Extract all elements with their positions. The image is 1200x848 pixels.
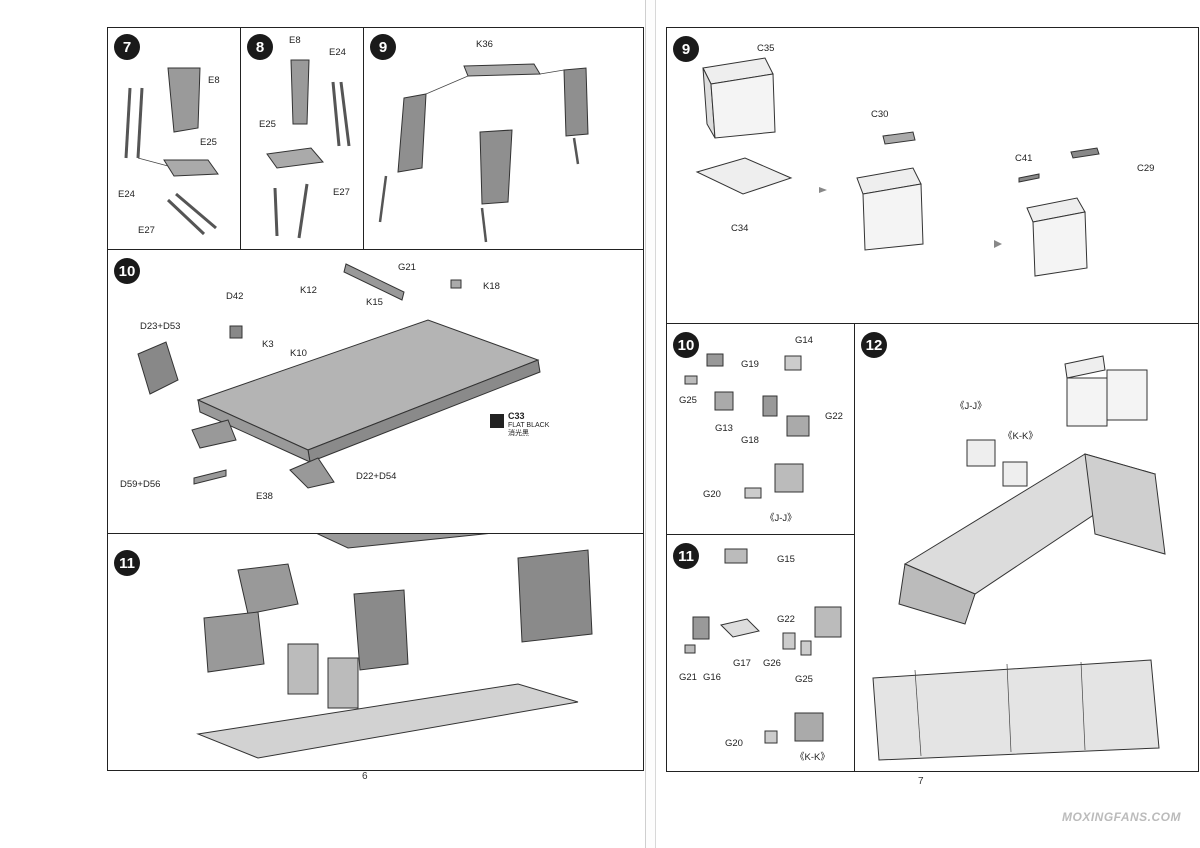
- part-label: G18: [741, 435, 759, 446]
- part-label: G17: [733, 658, 751, 669]
- page-6: 7 E8 E25 E24 E27 8 E8 E24 E25 E27: [107, 0, 646, 848]
- part-label: E24: [118, 189, 135, 200]
- section-caption: 《J-J》: [765, 513, 797, 524]
- step-11-panel: 11: [107, 533, 644, 771]
- step-10-panel-right: 10 G14 G19 G25 G22 G13 G18 G20 《J-J》: [666, 323, 855, 535]
- page-7: 9 C35 C30 C41 C29 C34 10: [655, 0, 1200, 848]
- part-label: D22+D54: [356, 471, 397, 482]
- part-label: G19: [741, 359, 759, 370]
- cabin-assembly-drawing: [196, 534, 593, 759]
- step-9-badge: 9: [370, 34, 396, 60]
- part-label: K36: [476, 39, 493, 50]
- step-9-panel: 9 K36: [363, 27, 644, 250]
- part-label: G22: [777, 614, 795, 625]
- step-12-badge: 12: [861, 332, 887, 358]
- part-label: G22: [825, 411, 843, 422]
- part-label: E25: [259, 119, 276, 130]
- part-label: K10: [290, 348, 307, 359]
- step-11-badge: 11: [673, 543, 699, 569]
- part-label: E25: [200, 137, 217, 148]
- step-10-panel: 10 G21 K18 K12 D42 K15 D23+D53 K3 K10 D5…: [107, 249, 644, 534]
- part-label: G21: [679, 672, 697, 683]
- step-7-panel: 7 E8 E25 E24 E27: [107, 27, 241, 250]
- part-label: G25: [795, 674, 813, 685]
- part-label: K18: [483, 281, 500, 292]
- part-label: D59+D56: [120, 479, 161, 490]
- part-label: G20: [725, 738, 743, 749]
- part-label: E27: [138, 225, 155, 236]
- paint-name: FLAT BLACK: [508, 421, 550, 429]
- part-label: G26: [763, 658, 781, 669]
- box-detail-drawing: [684, 548, 842, 744]
- part-label: E27: [333, 187, 350, 198]
- box-detail-drawing: [684, 353, 810, 499]
- part-label: C35: [757, 43, 775, 54]
- watermark-text: MOXINGFANS.COM: [1061, 810, 1181, 824]
- page-number: 7: [918, 776, 924, 787]
- part-label: C34: [731, 223, 749, 234]
- section-label: 《K-K》: [1003, 431, 1038, 442]
- part-label: K3: [262, 339, 274, 350]
- step-8-badge: 8: [247, 34, 273, 60]
- step-10-badge: 10: [673, 332, 699, 358]
- step-9-badge: 9: [673, 36, 699, 62]
- part-label: C41: [1015, 153, 1033, 164]
- part-label: C30: [871, 109, 889, 120]
- part-label: G16: [703, 672, 721, 683]
- step-11-badge: 11: [114, 550, 140, 576]
- box-assembly-drawing: [695, 57, 1100, 277]
- part-label: G15: [777, 554, 795, 565]
- step-10-badge: 10: [114, 258, 140, 284]
- part-label: E8: [208, 75, 220, 86]
- part-label: G21: [398, 262, 416, 273]
- step-8-panel: 8 E8 E24 E25 E27: [240, 27, 364, 250]
- part-label: G13: [715, 423, 733, 434]
- part-label: G25: [679, 395, 697, 406]
- paint-name-cn: 消光黑: [508, 429, 529, 437]
- paint-callout: C33 FLAT BLACK 消光黑: [508, 411, 550, 437]
- seat-row-drawing: [378, 63, 589, 243]
- cabin-floor-drawing: [137, 263, 541, 489]
- step-11-panel-right: 11 G15 G22 G21 G16 G17 G26 G25 G20 《K-K》: [666, 534, 855, 772]
- seat-assembly-drawing: [266, 59, 351, 239]
- part-label: E38: [256, 491, 273, 502]
- step-7-badge: 7: [114, 34, 140, 60]
- part-label: D23+D53: [140, 321, 181, 332]
- part-label: K15: [366, 297, 383, 308]
- part-label: G20: [703, 489, 721, 500]
- part-label: G14: [795, 335, 813, 346]
- step-9-panel-right: 9 C35 C30 C41 C29 C34: [666, 27, 1199, 324]
- part-label: C29: [1137, 163, 1155, 174]
- cabin-interior-drawing: [872, 355, 1166, 761]
- seat-assembly-drawing: [124, 67, 219, 236]
- section-label: 《J-J》: [955, 401, 987, 412]
- page-number: 6: [362, 771, 368, 782]
- part-label: E24: [329, 47, 346, 58]
- paint-code: C33: [508, 411, 525, 421]
- step-12-panel: 12 《J-J》 《K-K》: [854, 323, 1199, 772]
- part-label: K12: [300, 285, 317, 296]
- part-label: D42: [226, 291, 244, 302]
- part-label: E8: [289, 35, 301, 46]
- section-caption: 《K-K》: [795, 752, 830, 763]
